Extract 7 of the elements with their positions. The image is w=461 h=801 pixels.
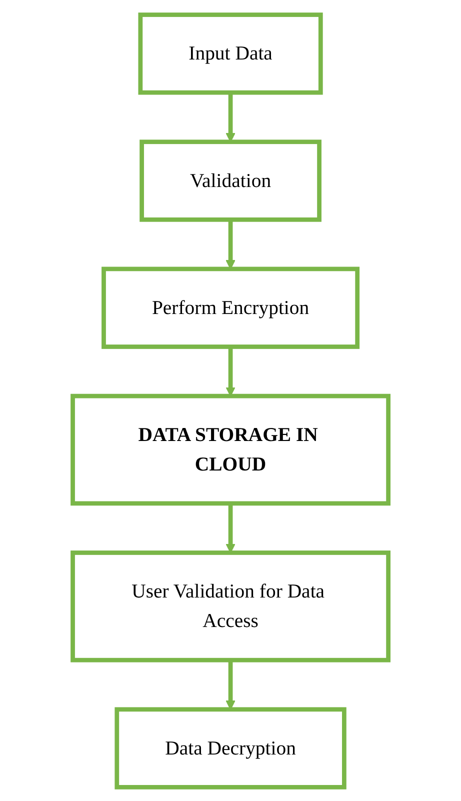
node-box: Input Data xyxy=(138,12,323,95)
arrow xyxy=(226,346,236,396)
node-box: Perform Encryption xyxy=(102,266,360,349)
node-box: DATA STORAGE IN CLOUD xyxy=(70,394,390,506)
node-box: Validation xyxy=(140,140,322,222)
node-box: Data Decryption xyxy=(114,707,346,790)
node-box: User Validation for Data Access xyxy=(70,550,390,662)
